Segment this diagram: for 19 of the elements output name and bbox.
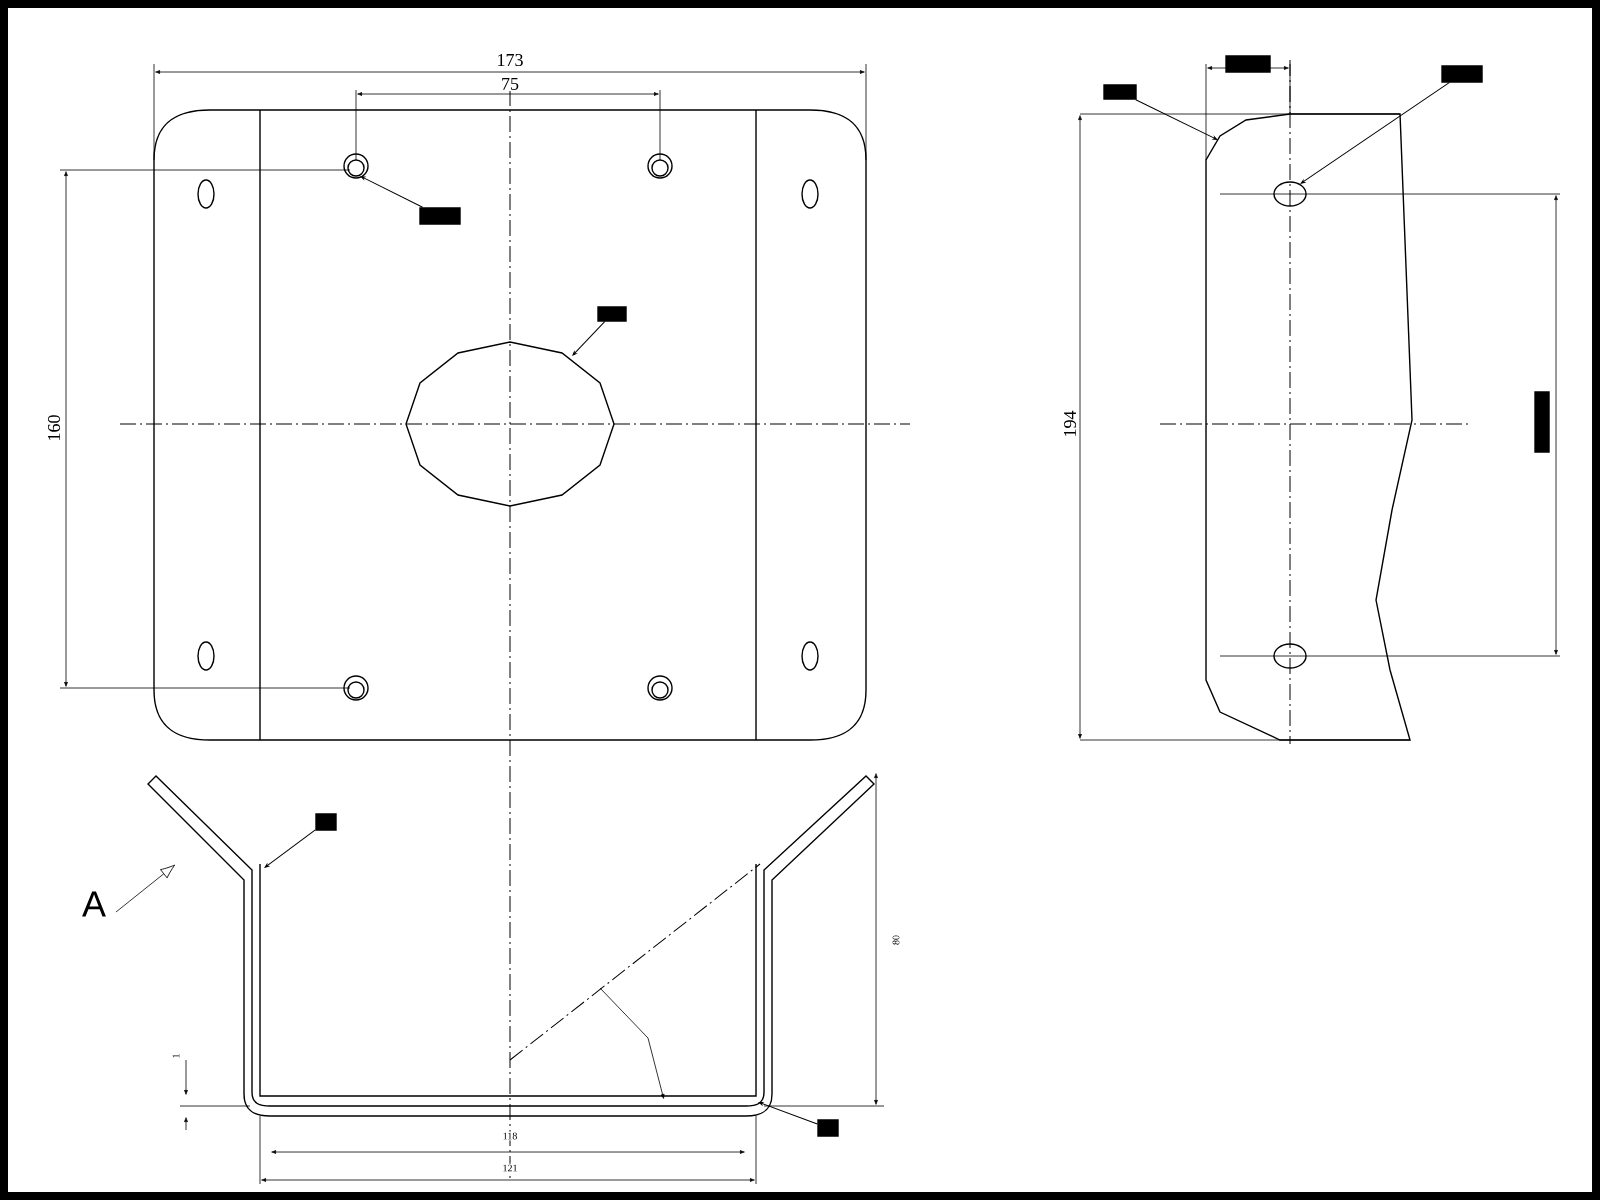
dimension-text: 173 [495,52,525,68]
callout-tag [315,813,337,831]
callout-tag [1534,391,1550,453]
callout-tag [1103,84,1137,100]
leader-line [360,176,424,208]
leader-line [758,1102,818,1125]
callout-tag [817,1119,839,1137]
leader-line [572,321,606,356]
callout-tag [597,306,627,322]
leader-line [264,829,316,868]
callout-tag [419,207,461,225]
view-letter: A [81,890,107,918]
dimension-text: 75 [500,77,520,91]
dimension-text: 194 [1062,409,1078,439]
callout-tag [1441,65,1483,83]
leader-line [1135,99,1218,140]
dimension-text: 160 [46,413,62,443]
leader-line [1300,82,1450,184]
callout-tag [1225,55,1271,73]
